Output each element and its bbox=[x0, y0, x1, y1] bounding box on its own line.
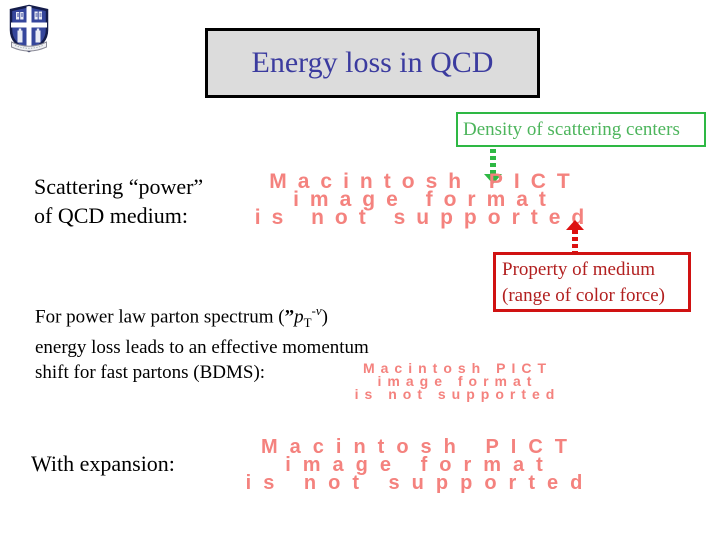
slide-title-box: Energy loss in QCD bbox=[205, 28, 540, 98]
formula-quote: ” bbox=[284, 306, 295, 328]
formula-superscript: -ν bbox=[311, 303, 322, 318]
crest-shield-icon bbox=[9, 4, 49, 53]
scattering-power-text: Scattering “power” of QCD medium: bbox=[34, 172, 203, 230]
pict-1-line1: Macintosh PICT bbox=[269, 170, 581, 193]
power-law-line3: shift for fast partons (BDMS): bbox=[35, 362, 266, 384]
formula-prefix: For power law parton spectrum ( bbox=[35, 306, 285, 328]
pict-placeholder-2: Macintosh PICT image format is not suppo… bbox=[335, 360, 580, 402]
green-arrowhead-down-icon bbox=[484, 174, 502, 184]
pict-1-line3: is not supported bbox=[254, 206, 596, 229]
property-callout-line2: (range of color force) bbox=[502, 285, 665, 306]
formula-subscript: T bbox=[303, 315, 312, 331]
pict-2-line2: image format bbox=[377, 373, 538, 389]
power-law-line1: For power law parton spectrum (”pT-ν) bbox=[35, 298, 369, 335]
scattering-power-line2: of QCD medium: bbox=[34, 203, 188, 228]
pict-3-line3: is not supported bbox=[245, 472, 595, 494]
density-callout-box: Density of scattering centers bbox=[456, 112, 706, 147]
pict-1-line2: image format bbox=[293, 188, 557, 211]
university-crest-logo bbox=[6, 3, 52, 55]
power-law-paragraph: For power law parton spectrum (”pT-ν) en… bbox=[35, 298, 369, 385]
red-arrowhead-up-icon bbox=[566, 220, 584, 230]
formula-suffix: ) bbox=[321, 306, 328, 328]
crest-ribbon bbox=[11, 41, 47, 52]
property-callout-box: Property of medium (range of color force… bbox=[493, 252, 691, 312]
pict-3-line1: Macintosh PICT bbox=[260, 436, 579, 458]
pict-placeholder-1: Macintosh PICT image format is not suppo… bbox=[230, 170, 620, 229]
green-dashed-arrow-line bbox=[490, 149, 496, 175]
with-expansion-label: With expansion: bbox=[31, 451, 175, 476]
scattering-power-line1: Scattering “power” bbox=[34, 174, 204, 199]
slide-title: Energy loss in QCD bbox=[251, 46, 494, 79]
pict-placeholder-3: Macintosh PICT image format is not suppo… bbox=[225, 436, 615, 494]
property-callout-line1: Property of medium bbox=[502, 259, 656, 280]
pict-2-line1: Macintosh PICT bbox=[362, 360, 552, 376]
pict-2-line3: is not supported bbox=[354, 386, 561, 402]
red-dashed-arrow-line bbox=[572, 230, 578, 253]
density-callout-label: Density of scattering centers bbox=[463, 119, 680, 140]
formula-variable: p bbox=[294, 306, 304, 328]
power-law-line2: energy loss leads to an effective moment… bbox=[35, 337, 369, 359]
pict-3-line2: image format bbox=[285, 454, 555, 476]
